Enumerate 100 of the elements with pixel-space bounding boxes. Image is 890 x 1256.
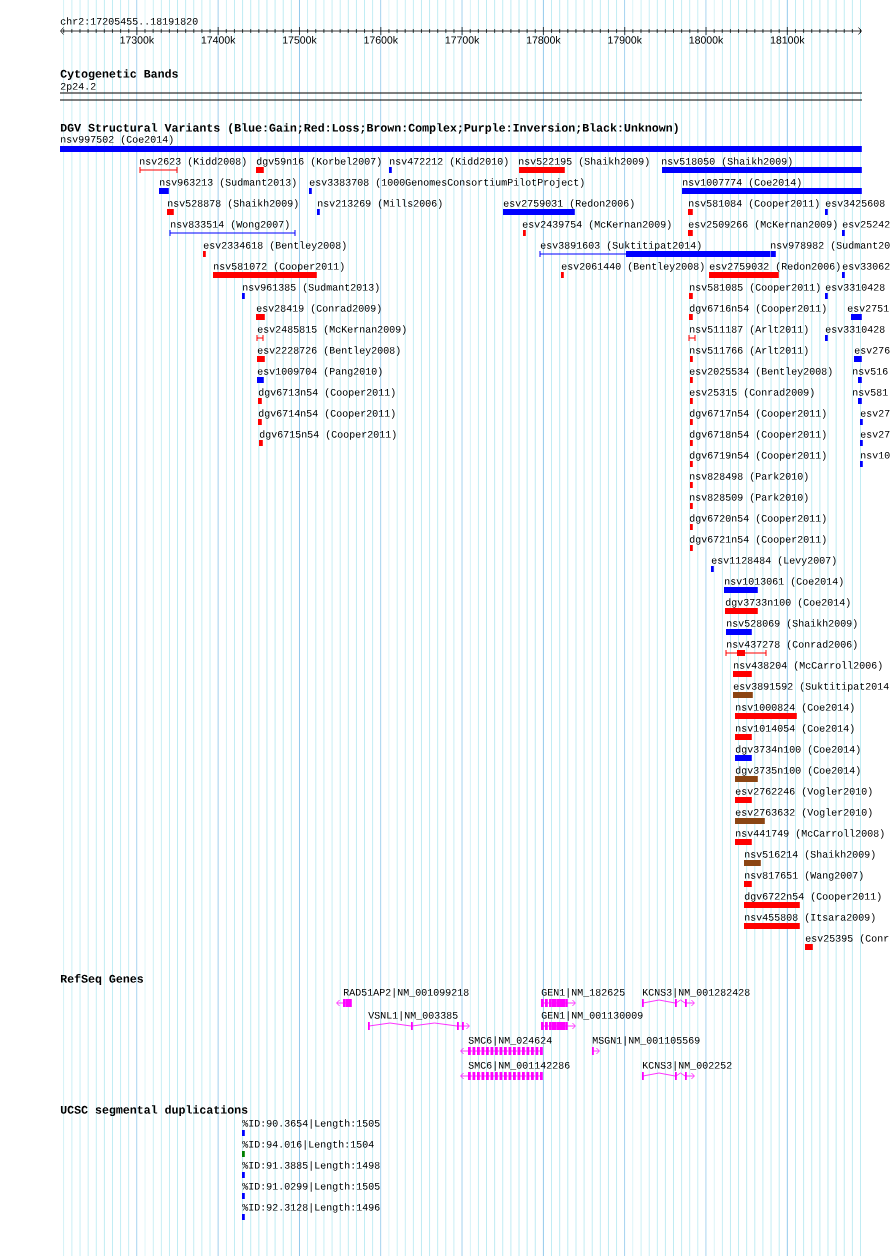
variant-label: nsv441749 (McCarroll2008): [736, 829, 884, 839]
variant-label: nsv516: [853, 367, 888, 375]
variant-label: esv2509266 (McKernan2009): [688, 220, 837, 230]
variant-label: nsv963213 (Sudmant2013): [160, 178, 296, 188]
variant-label: esv28419 (Conrad2009): [256, 304, 381, 314]
variant-label: nsv437278 (Conrad2006): [727, 640, 857, 650]
variant-label: dgv3735n100 (Coe2014): [735, 766, 860, 776]
variant-label: esv1128484 (Levy2007): [711, 556, 836, 566]
variant-label: esv27: [860, 409, 890, 417]
variant-label: esv2061440 (Bentley2008): [561, 262, 704, 272]
ruler-tick-label: 17400k: [201, 36, 236, 44]
gene-label: KCNS3|NM_002252: [643, 1061, 732, 1071]
ruler-tick-label: 18100k: [770, 36, 805, 44]
variant-label: esv2025534 (Bentley2008): [689, 367, 832, 377]
ruler-tick-label: 17300k: [120, 36, 155, 44]
track-title: Cytogenetic Bands: [60, 69, 178, 81]
ruler-tick-label: 17700k: [445, 36, 480, 44]
position-label: chr2:17205455..18191820: [60, 17, 198, 25]
variant-label: nsv961385 (Sudmant2013): [243, 283, 379, 293]
variant-label: dgv6720n54 (Cooper2011): [689, 514, 826, 524]
variant-label: dgv3733n100 (Coe2014): [725, 598, 850, 608]
gene-label: GEN1|NM_001130009: [541, 1011, 643, 1021]
variant-label: nsv1000824 (Coe2014): [736, 703, 854, 713]
gene-label: MSGN1|NM_001105569: [592, 1036, 700, 1046]
duplication-label: %ID:91.0299|Length:1505: [242, 1182, 380, 1192]
variant-label: nsv213269 (Mills2006): [318, 199, 442, 209]
variant-label: esv2759031 (Redon2006): [503, 199, 634, 209]
variant-label: nsv522195 (Shaikh2009): [519, 157, 649, 167]
variant-label: esv2334618 (Bentley2008): [203, 241, 346, 251]
variant-label: esv3310428: [825, 283, 885, 291]
variant-label: nsv581: [853, 388, 888, 396]
variant-label: esv3383708 (1000GenomesConsortiumPilotProject): [309, 178, 584, 188]
variant-label: esv25395 (Conr: [805, 934, 889, 944]
band-label: 2p24.2: [60, 82, 96, 92]
variant-label: nsv516214 (Shaikh2009): [745, 850, 875, 860]
track-title: DGV Structural Variants (Blue:Gain;Red:Loss;Brown:Complex;Purple:Inversion;Black:Unknown): [60, 123, 678, 134]
gene-label: SMC6|NM_024624: [468, 1036, 552, 1046]
variant-label: esv2485815 (McKernan2009): [257, 325, 406, 335]
variant-label: nsv511766 (Arlt2011): [690, 346, 808, 356]
variant-label: dgv6715n54 (Cooper2011): [259, 430, 396, 440]
variant-label: esv276: [854, 346, 890, 354]
variant-label: esv2762246 (Vogler2010): [735, 787, 872, 797]
variant-label: dgv6716n54 (Cooper2011): [689, 304, 826, 314]
variant-label: nsv518050 (Shaikh2009): [662, 157, 792, 167]
variant-label: dgv6719n54 (Cooper2011): [689, 451, 826, 461]
ruler-tick-label: 17600k: [364, 36, 398, 44]
variant-label: nsv1013061 (Coe2014): [725, 577, 843, 587]
variant-label: nsv828509 (Park2010): [690, 493, 808, 503]
variant-label: dgv6721n54 (Cooper2011): [689, 535, 826, 545]
variant-label: nsv1007774 (Coe2014): [683, 178, 801, 188]
variant-label: dgv3734n100 (Coe2014): [735, 745, 860, 755]
variant-label: esv3310428: [825, 325, 885, 333]
variant-label: dgv6713n54 (Cooper2011): [258, 388, 395, 398]
track-title: RefSeq Genes: [61, 974, 143, 985]
variant-label: esv33062: [842, 262, 890, 270]
variant-label: dgv6722n54 (Cooper2011): [744, 892, 881, 902]
variant-label: esv2763632 (Vogler2010): [735, 808, 872, 818]
gene-label: KCNS3|NM_001282428: [643, 988, 750, 998]
variant-label: nsv528069 (Shaikh2009): [727, 619, 857, 629]
variant-label: esv2751: [847, 304, 889, 312]
gene-label: SMC6|NM_001142286: [468, 1061, 570, 1071]
variant-label: nsv833514 (Wong2007): [171, 220, 289, 230]
variant-label: nsv528878 (Shaikh2009): [168, 199, 298, 209]
variant-label: nsv438204 (McCarroll2006): [734, 661, 882, 671]
variant-label: esv3425608: [825, 199, 885, 207]
ruler-tick-label: 17800k: [527, 36, 561, 44]
variant-label: nsv581084 (Cooper2011): [689, 199, 819, 209]
variant-label: dgv59n16 (Korbel2007): [256, 157, 381, 167]
variant-label: nsv10: [861, 451, 890, 459]
gene-label: RAD51AP2|NM_001099218: [344, 988, 469, 998]
ruler-tick-label: 17900k: [608, 36, 642, 44]
duplication-label: %ID:92.3128|Length:1496: [242, 1203, 380, 1213]
duplication-label: %ID:94.016|Length:1504: [242, 1140, 374, 1150]
variant-label: esv25315 (Conrad2009): [689, 388, 814, 398]
variant-label: dgv6718n54 (Cooper2011): [689, 430, 826, 440]
variant-label: nsv828498 (Park2010): [690, 472, 808, 482]
variant-label: nsv472212 (Kidd2010): [390, 157, 508, 167]
variant-label: nsv455808 (Itsara2009): [745, 913, 875, 923]
variant-label: esv3891592 (Suktitipat2014: [733, 682, 889, 692]
variant-label: nsv511187 (Arlt2011): [690, 325, 808, 335]
variant-label: nsv581072 (Cooper2011): [214, 262, 344, 272]
variant-label: esv27: [860, 430, 890, 438]
variant-label: nsv1014054 (Coe2014): [736, 724, 854, 734]
variant-label: esv2439754 (McKernan2009): [522, 220, 671, 230]
variant-label: dgv6717n54 (Cooper2011): [689, 409, 826, 419]
track-title: UCSC segmental duplications: [60, 1105, 248, 1117]
duplication-label: %ID:90.3654|Length:1505: [242, 1119, 380, 1129]
ruler-tick-label: 17500k: [283, 36, 317, 44]
variant-label: esv25242: [842, 220, 890, 228]
ruler-tick-label: 18000k: [689, 36, 724, 44]
gene-label: GEN1|NM_182625: [541, 988, 625, 998]
variant-label: esv2759032 (Redon2006): [709, 262, 840, 272]
variant-label: nsv581085 (Cooper2011): [690, 283, 820, 293]
variant-label: esv3891603 (Suktitipat2014): [540, 241, 701, 251]
variant-label: esv2228726 (Bentley2008): [257, 346, 400, 356]
variant-label: nsv2623 (Kidd2008): [140, 157, 246, 167]
duplication-label: %ID:91.3885|Length:1498: [242, 1161, 380, 1171]
variant-label: nsv978982 (Sudmant20: [771, 241, 890, 251]
variant-label: esv1009704 (Pang2010): [257, 367, 382, 377]
variant-label: dgv6714n54 (Cooper2011): [258, 409, 395, 419]
